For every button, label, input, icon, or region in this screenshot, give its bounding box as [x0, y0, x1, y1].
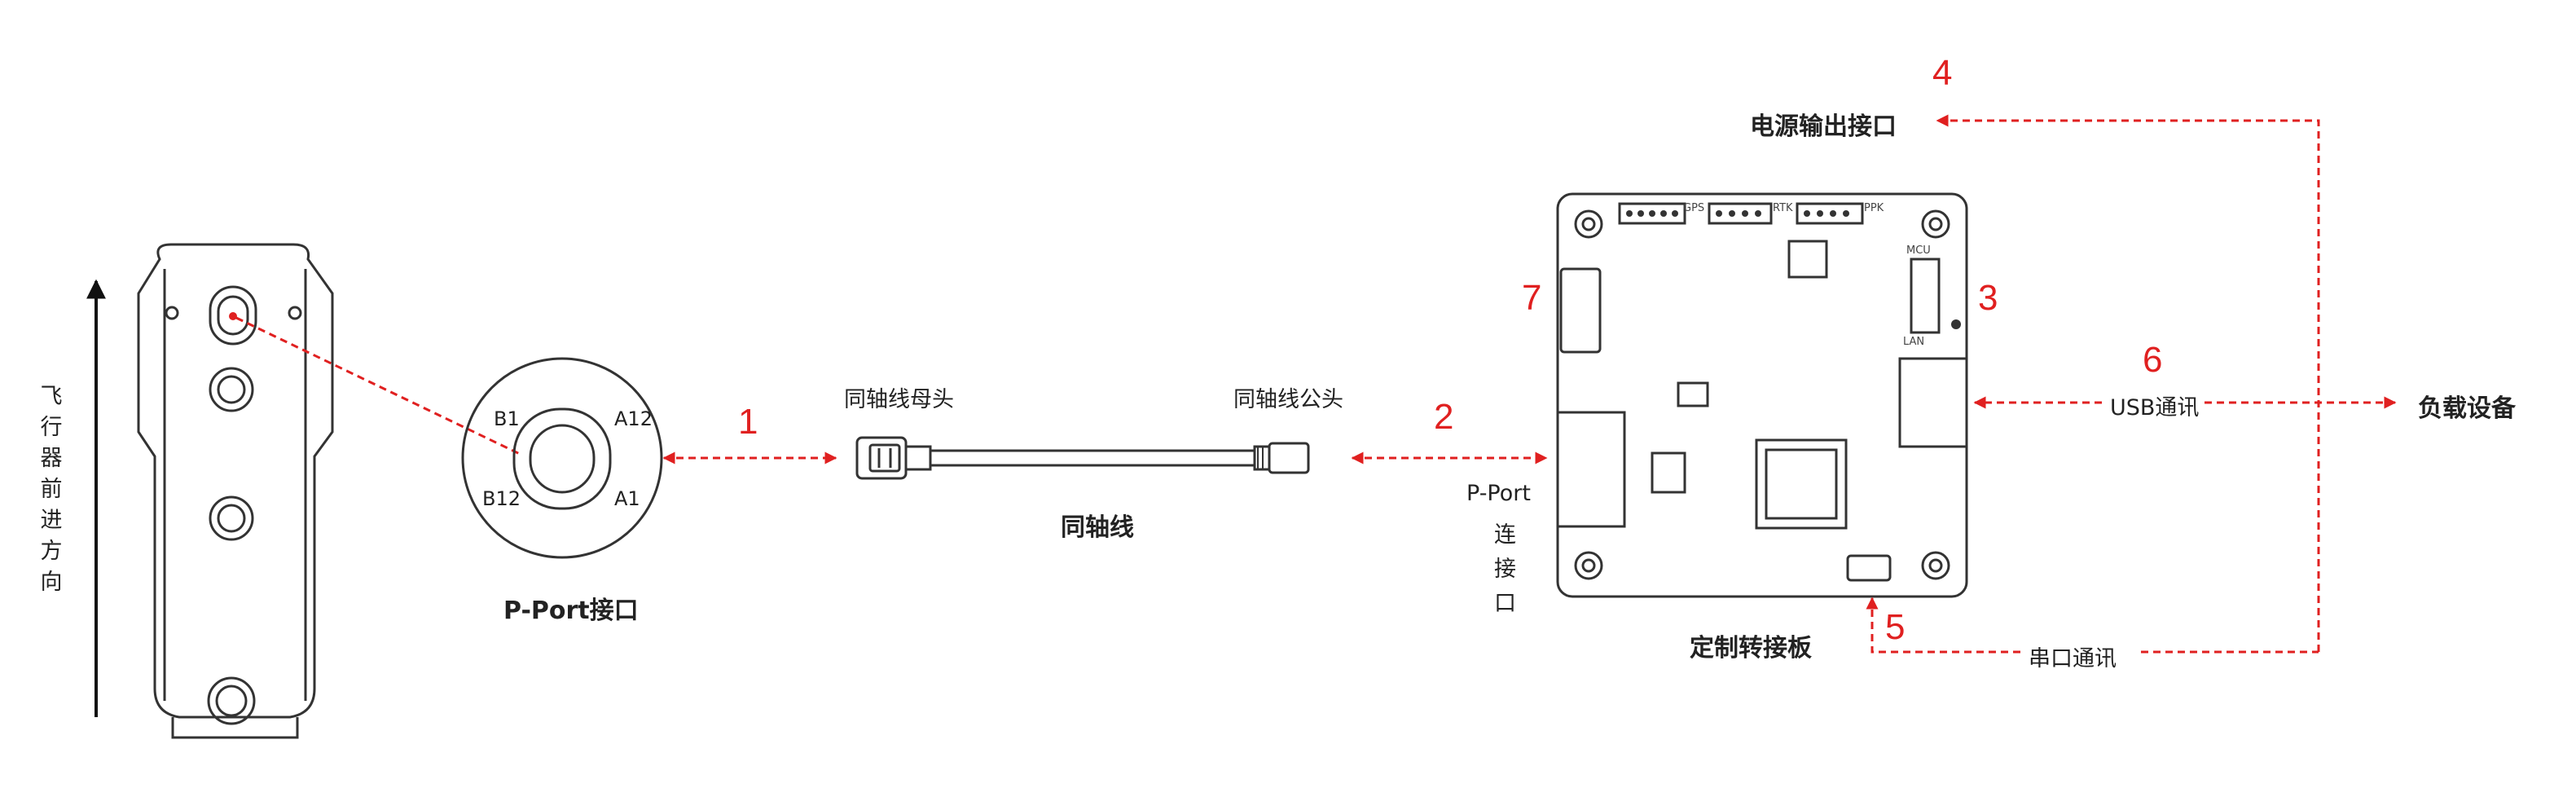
- pport-connect-line1: P-Port: [1466, 481, 1531, 506]
- marker-7: 7: [1522, 278, 1542, 318]
- header-gps: GPS: [1683, 202, 1705, 214]
- pin-b1: B1: [494, 407, 520, 430]
- marker-6: 6: [2143, 340, 2163, 380]
- payload-label: 负载设备: [2418, 394, 2516, 423]
- adapter-board: [1556, 192, 1968, 598]
- serial-label: 串口通讯: [2029, 646, 2117, 672]
- power-output-label: 电源输出接口: [1750, 112, 1897, 141]
- pport-connect-line2: 连: [1494, 522, 1516, 548]
- marker-1: 1: [738, 402, 758, 442]
- header-mcu: MCU: [1906, 244, 1931, 257]
- marker-4: 4: [1932, 53, 1953, 93]
- pport-connect-line4: 口: [1494, 591, 1516, 616]
- pport-callout-line: [235, 316, 522, 456]
- usb-label: USB通讯: [2110, 395, 2200, 421]
- coax-title: 同轴线: [1061, 513, 1134, 542]
- board-pins: [1626, 210, 1961, 329]
- drone-module: [137, 243, 334, 739]
- coax-male-label: 同轴线公头: [1233, 387, 1343, 412]
- pport-connect-line3: 接: [1494, 557, 1516, 582]
- pport-location-dot: [229, 312, 237, 320]
- pin-a12: A12: [614, 407, 653, 430]
- connection-4-power: [1936, 114, 2320, 652]
- pport-interface-title: P-Port接口: [503, 597, 639, 625]
- pin-b12: B12: [482, 487, 521, 510]
- pport-zoom: [461, 357, 663, 559]
- header-rtk: RTK: [1773, 202, 1793, 214]
- marker-3: 3: [1978, 278, 1998, 318]
- connection-5-serial-left: [1866, 597, 2020, 654]
- header-ppk: PPK: [1864, 202, 1884, 214]
- pin-a1: A1: [614, 487, 640, 510]
- board-title: 定制转接板: [1690, 634, 1812, 663]
- coax-cable: [855, 436, 1310, 480]
- header-lan: LAN: [1903, 336, 1925, 348]
- coax-female-label: 同轴线母头: [844, 387, 954, 412]
- direction-label: 飞行器前进方向: [40, 384, 63, 595]
- marker-5: 5: [1885, 607, 1906, 647]
- marker-2: 2: [1434, 397, 1454, 437]
